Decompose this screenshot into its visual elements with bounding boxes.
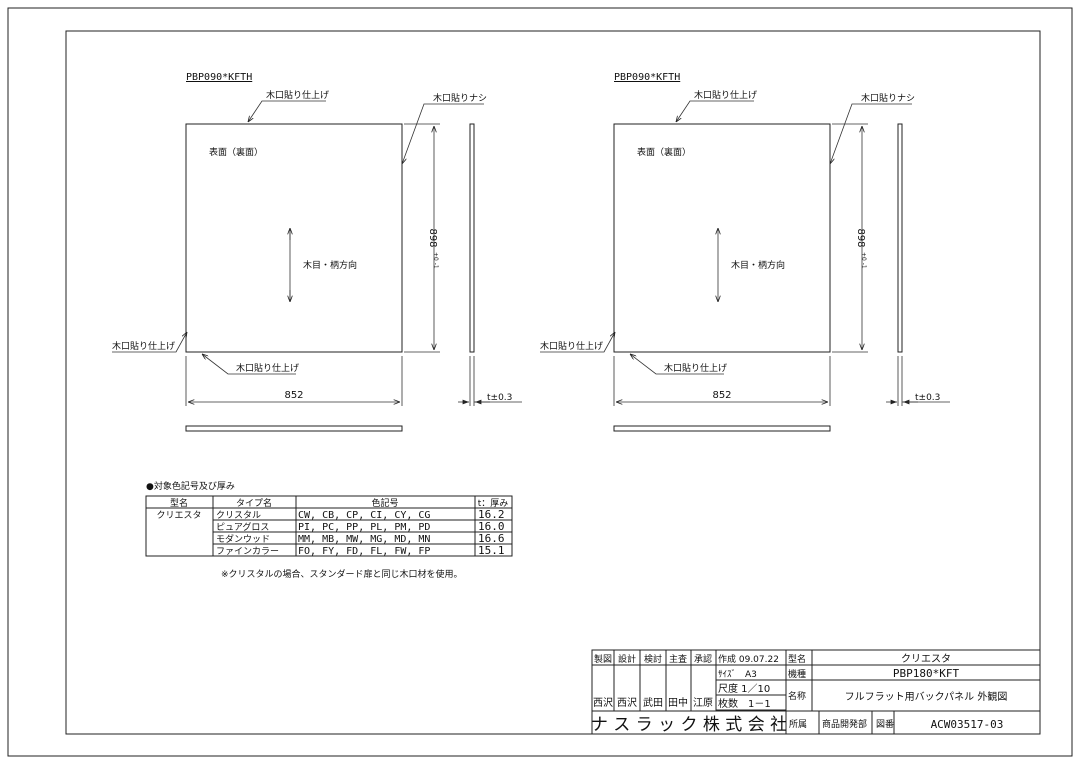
edge-none-label: 木口貼りナシ [433, 92, 487, 104]
colors-cell: PI, PC, PP, PL, PM, PD [298, 522, 430, 533]
edge-none-label: 木口貼りナシ [861, 92, 915, 104]
dept-label: 所属 [789, 719, 807, 730]
outer-border [7, 7, 1073, 757]
role-approval: 承認 [694, 653, 712, 665]
type-cell: クリスタル [216, 510, 261, 521]
header-thickness: t：厚み [478, 498, 509, 509]
color-thickness-table: ●対象色記号及び厚み 型名 タイプ名 色記号 t：厚み クリエスタ クリスタル … [145, 480, 513, 580]
edge-label-bottom: 木口貼り仕上げ [236, 362, 299, 374]
drawing-name: フルフラット用バックパネル 外観図 [845, 690, 1008, 703]
company-name: ナ ス ラ ッ ク 株 式 会 社 [591, 715, 787, 735]
table-row: ファインカラー FO, FY, FD, FL, FW, FP 15.1 [216, 544, 505, 557]
model-name: クリエスタ [901, 653, 951, 665]
model-label: PBP090*KFTH [614, 72, 680, 83]
thickness-cell: 16.2 [478, 508, 505, 521]
role-review: 検討 [644, 653, 662, 665]
type-cell: ファインカラー [216, 546, 279, 557]
role-design: 設計 [618, 653, 636, 665]
header-series: 型名 [170, 497, 188, 509]
height-dimension: 898 [855, 228, 866, 247]
header-type: タイプ名 [236, 497, 272, 509]
panel-front [185, 123, 403, 353]
table-row: ピュアグロス PI, PC, PP, PL, PM, PD 16.0 [216, 520, 505, 533]
signature: 田中 [668, 696, 688, 709]
table-note: ※クリスタルの場合、スタンダード扉と同じ木口材を使用。 [221, 568, 463, 580]
sheet-count: 枚数 1－1 [718, 697, 771, 710]
drawing-no-label: 図番 [876, 718, 894, 730]
colors-cell: MM, MB, MW, MG, MD, MN [298, 534, 430, 545]
panel-front [613, 123, 831, 353]
surface-label: 表面（裏面） [637, 146, 691, 158]
panel-view-right: PBP090*KFTH 木口貼り仕上げ 木口貼りナシ 表面（裏面） 木目・柄方向… [540, 72, 950, 432]
edge-label-top: 木口貼り仕上げ [266, 89, 329, 101]
edge-label-left: 木口貼り仕上げ [112, 340, 175, 352]
thickness-cell: 15.1 [478, 544, 505, 557]
edge-label-top: 木口貼り仕上げ [694, 89, 757, 101]
height-tolerance: +0 -1 [860, 252, 867, 269]
edge-label-bottom: 木口貼り仕上げ [664, 362, 727, 374]
type-cell: モダンウッド [216, 533, 270, 545]
header-colors: 色記号 [371, 497, 398, 509]
drawing-name-label: 名称 [788, 690, 806, 702]
model-no: PBP180*KFT [893, 667, 960, 680]
thickness-dimension: t±0.3 [915, 393, 940, 403]
thickness-cell: 16.0 [478, 520, 505, 533]
model-label: PBP090*KFTH [186, 72, 252, 83]
thickness-cell: 16.6 [478, 532, 505, 545]
width-dimension: 852 [284, 390, 303, 401]
inner-frame [65, 30, 1041, 735]
model-no-label: 機種 [788, 668, 806, 680]
panel-bottom [613, 425, 831, 432]
panel-bottom [185, 425, 403, 432]
height-dimension: 898 [427, 228, 438, 247]
table-title: ●対象色記号及び厚み [146, 480, 235, 492]
role-chief: 主査 [669, 653, 687, 665]
thickness-dimension: t±0.3 [487, 393, 512, 403]
colors-cell: FO, FY, FD, FL, FW, FP [298, 546, 430, 557]
edge-label-left: 木口貼り仕上げ [540, 340, 603, 352]
created-date: 作成 09.07.22 [718, 653, 779, 665]
panel-side [469, 123, 475, 353]
grain-direction-label: 木目・柄方向 [303, 259, 357, 271]
colors-cell: CW, CB, CP, CI, CY, CG [298, 510, 430, 521]
surface-label: 表面（裏面） [209, 146, 263, 158]
type-cell: ピュアグロス [216, 521, 269, 533]
signature: 武田 [643, 696, 663, 709]
width-dimension: 852 [712, 390, 731, 401]
scale: 尺度 1／10 [718, 682, 770, 695]
signature: 西沢 [593, 696, 613, 709]
model-name-label: 型名 [788, 653, 806, 665]
table-row: クリスタル CW, CB, CP, CI, CY, CG 16.2 [216, 508, 505, 521]
title-block: 製図 設計 検討 主査 承認 西沢 西沢 武田 田中 江原 作成 09.07.2… [591, 649, 1041, 735]
height-tolerance: +0 -1 [432, 252, 439, 269]
table-row: モダンウッド MM, MB, MW, MG, MD, MN 16.6 [216, 532, 505, 545]
series-cell: クリエスタ [156, 510, 201, 521]
role-drafting: 製図 [594, 653, 612, 665]
panel-view-left: PBP090*KFTH 木口貼り仕上げ 木口貼りナシ 表面（裏面） 木目・柄方向… [112, 72, 522, 432]
panel-side [897, 123, 903, 353]
signature: 江原 [693, 697, 713, 709]
signature: 西沢 [617, 696, 637, 709]
sheet-size: ｻｲｽﾞ A3 [718, 669, 757, 680]
drawing-no: ACW03517-03 [931, 718, 1004, 731]
dept: 商品開発部 [822, 718, 867, 730]
grain-direction-label: 木目・柄方向 [731, 259, 785, 271]
